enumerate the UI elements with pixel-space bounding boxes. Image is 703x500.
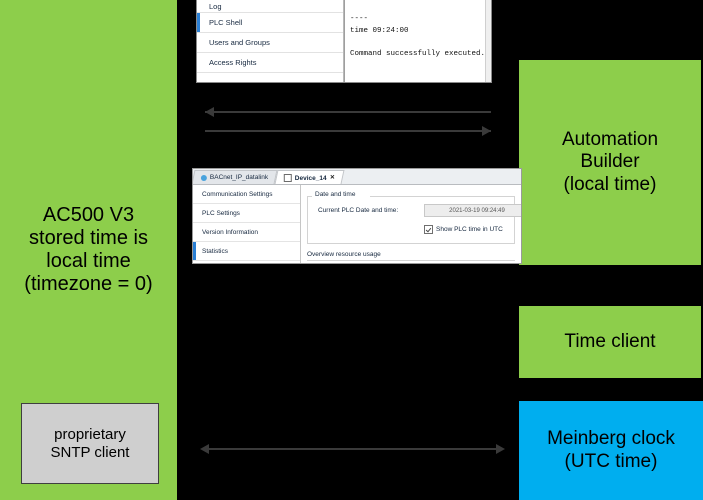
sntp-client-label: proprietary SNTP client — [51, 426, 130, 461]
current-plc-datetime-row: Current PLC Date and time: 2021-03-19 09… — [318, 204, 521, 217]
arrow-head-right-icon — [482, 126, 491, 136]
plc-shell-nav-item-users-and-groups[interactable]: Users and Groups — [197, 33, 343, 53]
device-nav: Communication Settings PLC Settings Vers… — [193, 185, 301, 263]
ac500-line-4: (timezone = 0) — [24, 273, 153, 296]
tab-bacnet-ip-datalink[interactable]: BACnet_IP_datalink — [193, 170, 278, 184]
show-plc-time-in-utc-checkbox[interactable]: Show PLC time in UTC — [424, 225, 503, 234]
device-statistics-pane: Date and time Current PLC Date and time:… — [301, 185, 521, 263]
device-nav-item-plc-settings[interactable]: PLC Settings — [193, 204, 300, 223]
ac500-line-3: local time — [46, 250, 131, 272]
arrow-head-right-icon — [496, 444, 505, 454]
device-nav-label: Communication Settings — [202, 190, 273, 198]
plc-shell-nav-item-plc-shell[interactable]: PLC Shell — [197, 13, 343, 33]
time-client-label: Time client — [564, 330, 656, 352]
device-nav-label: PLC Settings — [202, 209, 240, 217]
automation-builder-box: Automation Builder (local time) — [519, 60, 701, 265]
automation-line-3: (local time) — [563, 173, 657, 195]
arrow-left-panel-to-automation-builder — [205, 125, 491, 137]
plc-shell-nav-label: PLC Shell — [209, 18, 243, 27]
plc-shell-nav-item-log[interactable]: Log — [197, 0, 343, 13]
globe-icon — [200, 174, 207, 181]
sntp-client-box: proprietary SNTP client — [21, 403, 159, 484]
device-window-body: Communication Settings PLC Settings Vers… — [193, 185, 521, 263]
automation-line-2: Builder — [580, 151, 640, 173]
date-and-time-group-title: Date and time — [312, 191, 359, 198]
meinberg-clock-label: Meinberg clock (UTC time) — [547, 428, 675, 472]
terminal-scrollbar[interactable] — [485, 0, 491, 82]
sntp-line-1: proprietary — [54, 426, 126, 444]
plc-shell-nav-item-access-rights[interactable]: Access Rights — [197, 53, 343, 73]
meinberg-line-1: Meinberg clock — [547, 428, 675, 450]
automation-line-1: Automation — [561, 129, 659, 151]
arrow-shaft — [206, 448, 499, 450]
show-plc-time-in-utc-label: Show PLC time in UTC — [436, 226, 503, 233]
tab-label: BACnet_IP_datalink — [209, 174, 269, 181]
arrow-sntp-client-to-meinberg-clock — [200, 443, 505, 455]
grid-icon — [284, 173, 293, 182]
current-plc-datetime-value: 2021-03-19 09:24:49 — [424, 204, 521, 217]
date-and-time-group: Date and time Current PLC Date and time:… — [307, 191, 521, 244]
plc-shell-nav-label: Access Rights — [209, 58, 257, 67]
plc-shell-nav-label: Users and Groups — [209, 38, 270, 47]
device-nav-item-communication-settings[interactable]: Communication Settings — [193, 185, 300, 204]
current-plc-datetime-label: Current PLC Date and time: — [318, 207, 399, 214]
device-nav-item-version-information[interactable]: Version Information — [193, 223, 300, 242]
device-nav-label: Statistics — [202, 247, 229, 255]
device-tab-bar: BACnet_IP_datalink Device_14 ✕ — [193, 169, 521, 185]
arrow-shaft — [205, 111, 491, 113]
plc-shell-terminal-output: ---- time 09:24:00 Command successfully … — [350, 15, 486, 58]
device-statistics-screenshot: BACnet_IP_datalink Device_14 ✕ Communica… — [192, 168, 522, 264]
meinberg-clock-box: Meinberg clock (UTC time) — [519, 401, 703, 500]
plc-shell-screenshot: Log PLC Shell Users and Groups Access Ri… — [196, 0, 492, 83]
arrow-plc-shell-to-left-panel — [205, 106, 491, 118]
automation-builder-label: Automation Builder (local time) — [562, 129, 658, 195]
device-nav-item-statistics[interactable]: Statistics — [193, 242, 300, 261]
overview-resource-usage-label: Overview resource usage — [307, 251, 515, 261]
tab-device-14[interactable]: Device_14 ✕ — [274, 170, 345, 184]
ac500-line-2: stored time is — [29, 226, 148, 249]
plc-shell-terminal[interactable]: ---- time 09:24:00 Command successfully … — [344, 0, 491, 82]
time-client-box: Time client — [519, 306, 701, 378]
checkbox-checked-icon[interactable] — [424, 225, 433, 234]
plc-shell-nav: Log PLC Shell Users and Groups Access Ri… — [197, 0, 344, 82]
tab-label: Device_14 — [295, 174, 327, 181]
arrow-head-left-icon — [200, 444, 209, 454]
close-icon[interactable]: ✕ — [329, 175, 335, 181]
device-nav-label: Version Information — [202, 228, 259, 236]
sntp-line-2: SNTP client — [50, 443, 130, 461]
arrow-shaft — [205, 130, 491, 132]
arrow-head-left-icon — [205, 107, 214, 117]
ac500-v3-panel-label: AC500 V3 stored time is local time (time… — [0, 204, 177, 297]
ac500-line-1: AC500 V3 — [42, 203, 135, 226]
meinberg-line-2: (UTC time) — [564, 450, 658, 472]
plc-shell-nav-label: Log — [209, 1, 222, 11]
